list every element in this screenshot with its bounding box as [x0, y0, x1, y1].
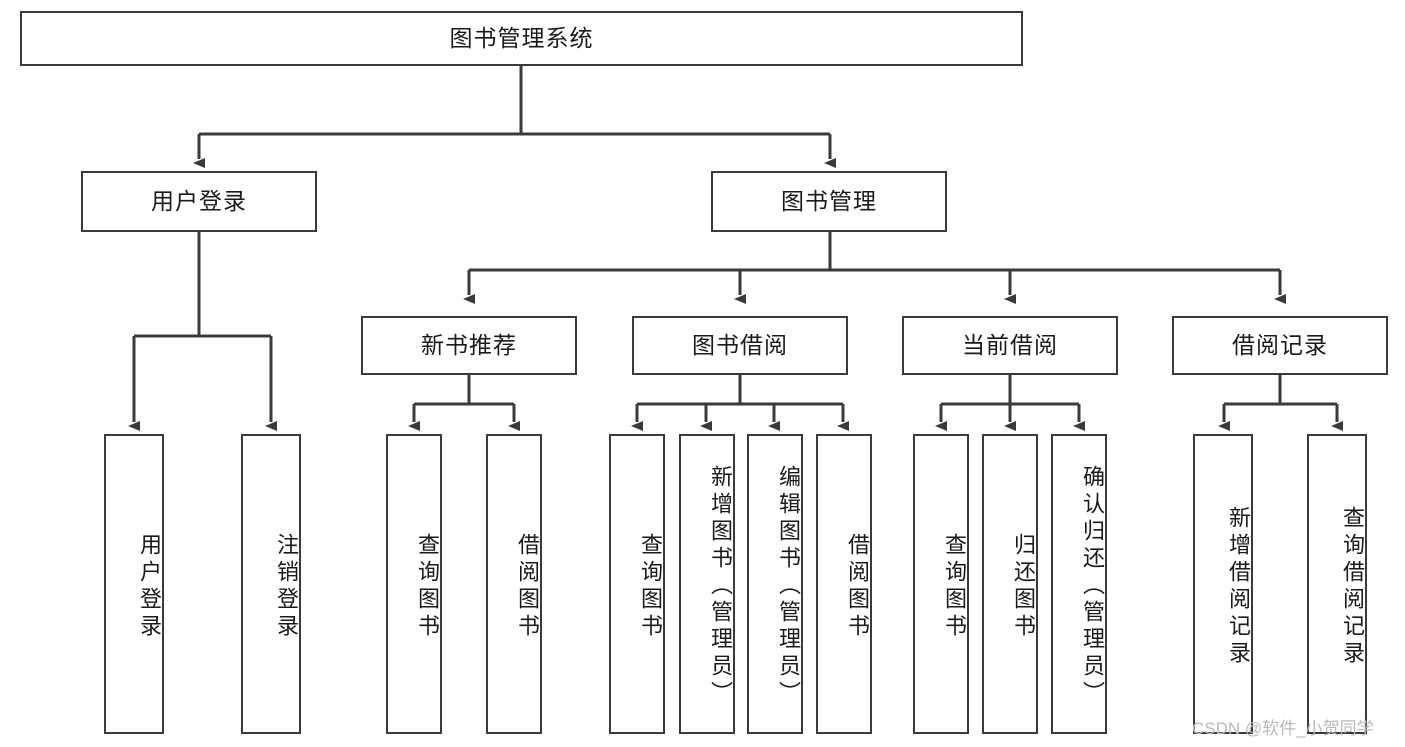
node-current-borrow[interactable]: 当前借阅: [902, 316, 1118, 375]
leaf-logout-login[interactable]: 注销登录: [241, 434, 301, 734]
node-root-book-management-system[interactable]: 图书管理系统: [20, 11, 1023, 66]
node-book-borrow[interactable]: 图书借阅: [632, 316, 848, 375]
node-borrow-record[interactable]: 借阅记录: [1172, 316, 1388, 375]
leaf-query-book-new-rec[interactable]: 查询图书: [386, 434, 442, 734]
leaf-borrow-book-borrow[interactable]: 借阅图书: [816, 434, 872, 734]
leaf-edit-book-admin[interactable]: 编辑图书（管理员）: [747, 434, 803, 734]
leaf-user-login[interactable]: 用户登录: [104, 434, 164, 734]
leaf-query-borrow-record[interactable]: 查询借阅记录: [1307, 434, 1367, 734]
node-book-management[interactable]: 图书管理: [711, 171, 947, 232]
leaf-add-borrow-record[interactable]: 新增借阅记录: [1193, 434, 1253, 734]
leaf-return-book[interactable]: 归还图书: [982, 434, 1038, 734]
csdn-watermark: CSDN @软件_小贺同学: [1192, 719, 1374, 738]
leaf-borrow-book-new-rec[interactable]: 借阅图书: [486, 434, 542, 734]
node-new-book-recommendation[interactable]: 新书推荐: [361, 316, 577, 375]
node-user-login[interactable]: 用户登录: [81, 171, 317, 232]
leaf-confirm-return-admin[interactable]: 确认归还（管理员）: [1051, 434, 1107, 734]
leaf-query-book-current[interactable]: 查询图书: [913, 434, 969, 734]
leaf-add-book-admin[interactable]: 新增图书（管理员）: [679, 434, 735, 734]
leaf-query-book-borrow[interactable]: 查询图书: [609, 434, 665, 734]
